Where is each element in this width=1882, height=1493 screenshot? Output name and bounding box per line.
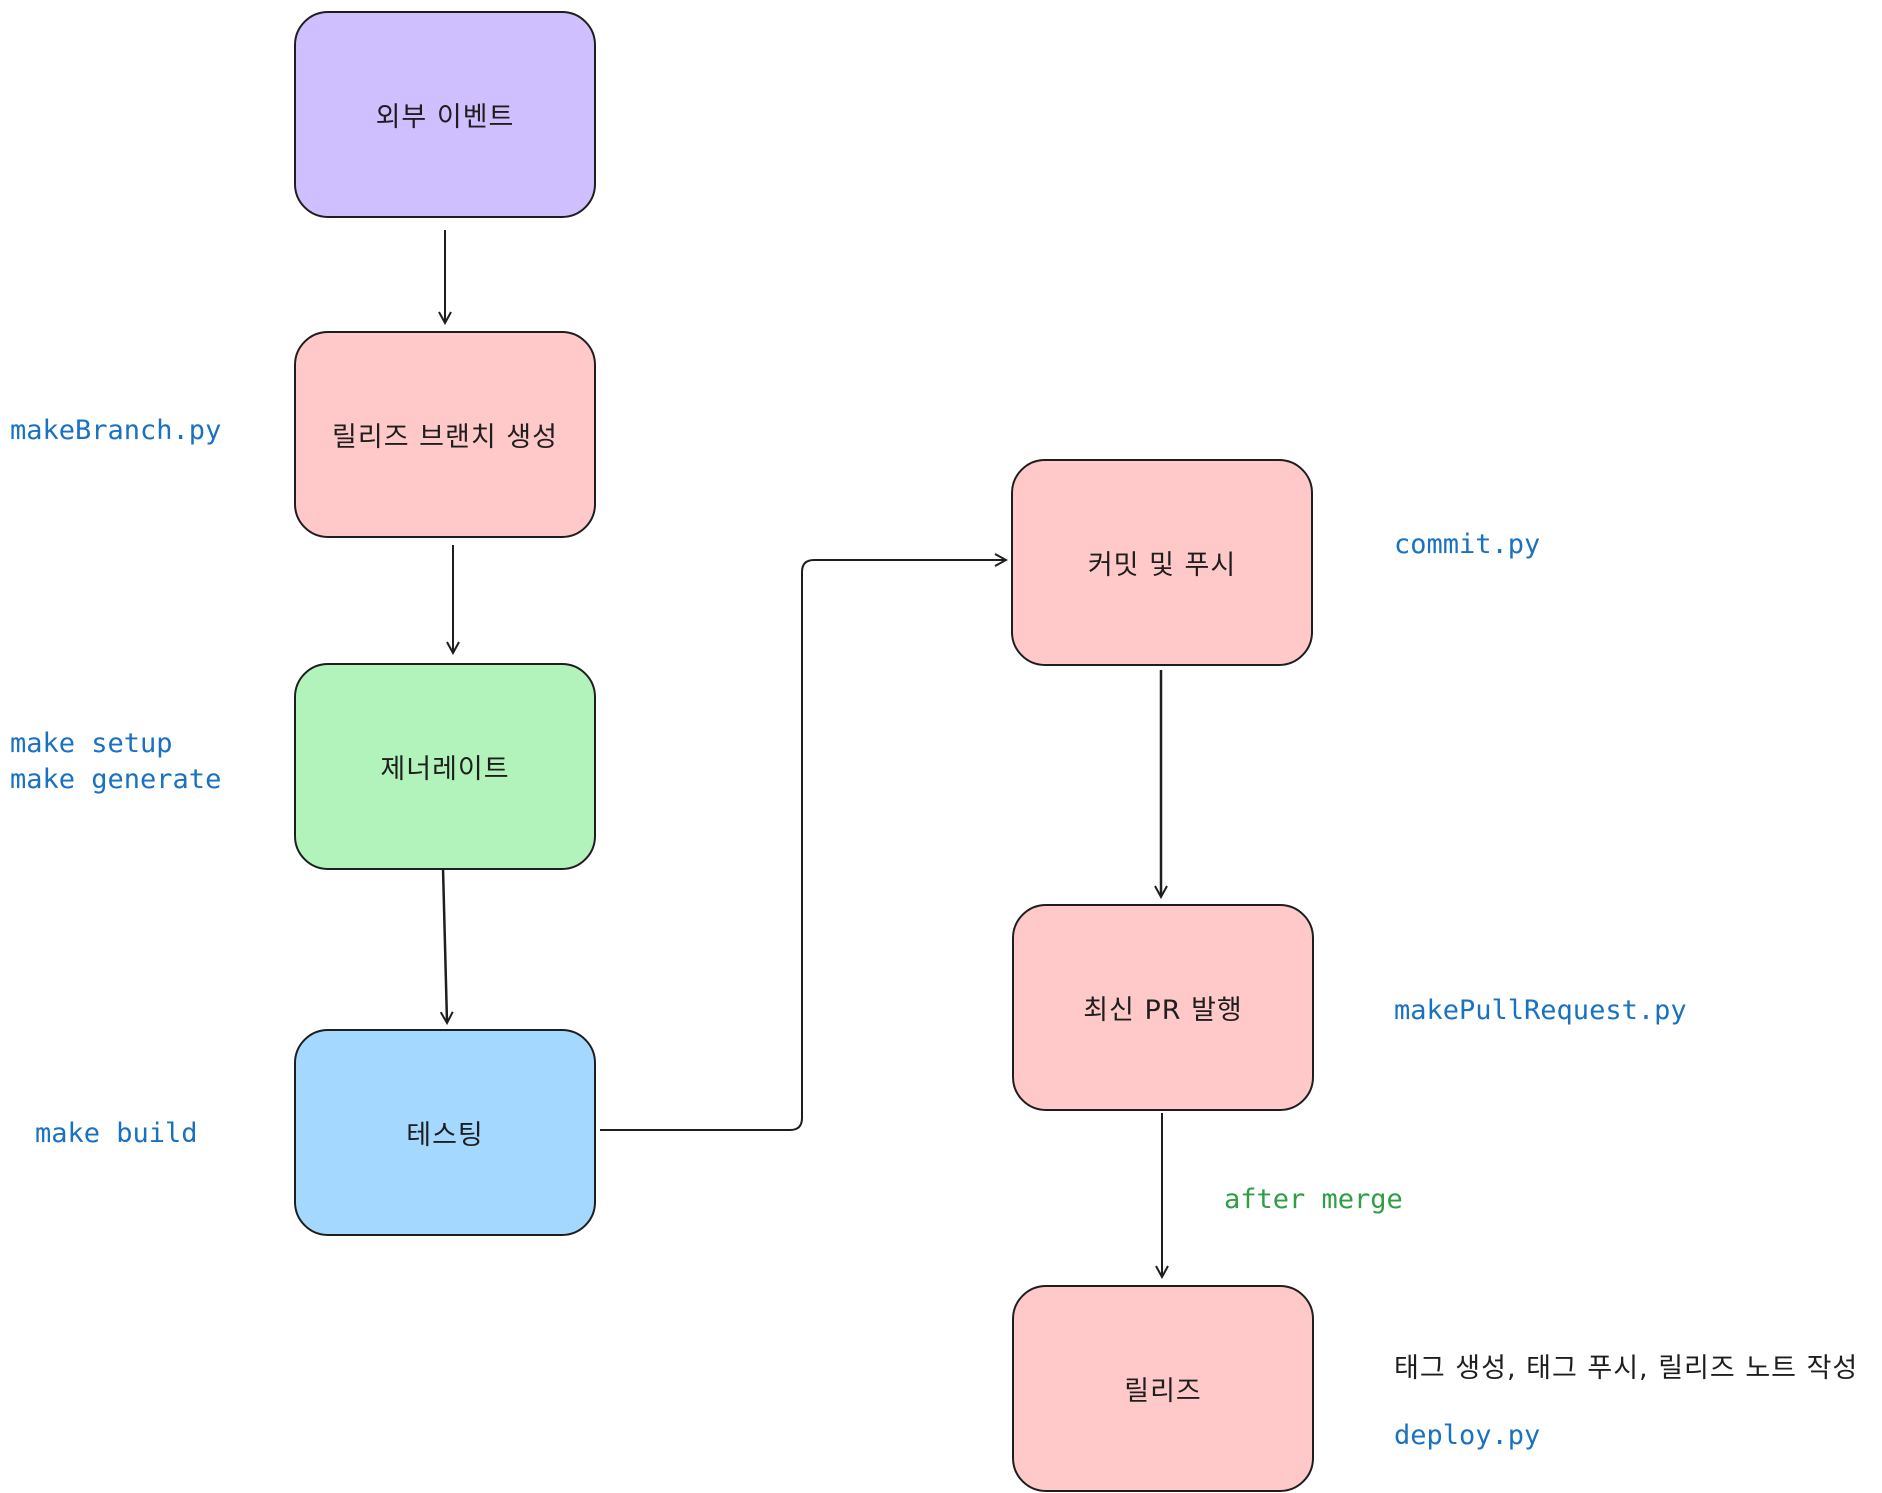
note-make-build: make build bbox=[35, 1118, 198, 1149]
note-release-tasks: 태그 생성, 태그 푸시, 릴리즈 노트 작성 bbox=[1394, 1353, 1859, 1384]
node-external-event[interactable]: 외부 이벤트 bbox=[294, 11, 596, 218]
note-make-branch: makeBranch.py bbox=[10, 415, 222, 446]
note-make-pull-request: makePullRequest.py bbox=[1394, 995, 1687, 1026]
note-after-merge: after merge bbox=[1224, 1184, 1403, 1215]
note-deploy: deploy.py bbox=[1394, 1420, 1541, 1451]
note-make-generate: make generate bbox=[10, 764, 222, 795]
arrow-generate-to-testing bbox=[443, 867, 447, 1022]
node-release-branch[interactable]: 릴리즈 브랜치 생성 bbox=[294, 331, 596, 538]
node-testing[interactable]: 테스팅 bbox=[294, 1029, 596, 1236]
node-latest-pr[interactable]: 최신 PR 발행 bbox=[1012, 904, 1314, 1111]
node-release[interactable]: 릴리즈 bbox=[1012, 1285, 1314, 1492]
node-commit-push[interactable]: 커밋 및 푸시 bbox=[1011, 459, 1313, 666]
node-generate[interactable]: 제너레이트 bbox=[294, 663, 596, 870]
arrow-testing-to-commit bbox=[600, 560, 1005, 1131]
note-commit: commit.py bbox=[1394, 529, 1541, 560]
note-make-setup: make setup bbox=[10, 728, 173, 759]
